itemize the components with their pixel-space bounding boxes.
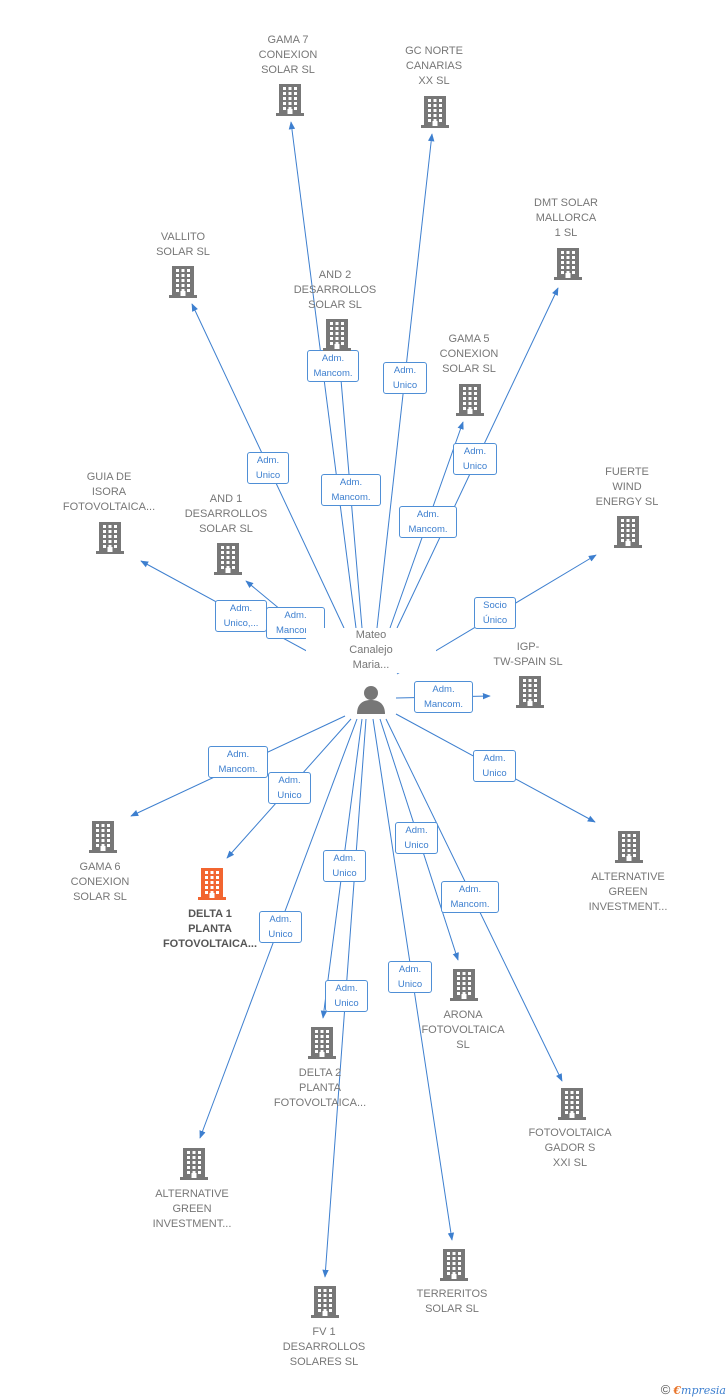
edge-label-altgreen1[interactable]: Adm. Unico <box>473 750 516 782</box>
building-icon <box>96 522 124 554</box>
building-icon <box>198 868 226 900</box>
building-icon <box>311 1286 339 1318</box>
company-node-terreritos[interactable] <box>439 1248 469 1287</box>
copyright-symbol: © <box>660 1382 671 1397</box>
edge-label-vallito[interactable]: Adm. Unico <box>247 452 289 484</box>
edge-label-gama7[interactable]: Adm. Mancom. <box>307 350 359 382</box>
building-icon <box>440 1249 468 1281</box>
company-label-terreritos[interactable]: TERRERITOS SOLAR SL <box>416 1288 488 1315</box>
company-label-guia[interactable]: GUIA DE ISORA FOTOVOLTAICA... <box>62 471 156 513</box>
company-node-gama6[interactable] <box>88 820 118 859</box>
company-node-altgreen1[interactable] <box>614 830 644 869</box>
company-node-and1[interactable] <box>213 542 243 581</box>
company-node-delta1[interactable] <box>197 867 227 906</box>
company-node-guia[interactable] <box>95 521 125 560</box>
edge-label-delta2[interactable]: Adm. Unico <box>323 850 366 882</box>
building-icon <box>558 1088 586 1120</box>
company-label-arona[interactable]: ARONA FOTOVOLTAICA SL <box>421 1009 505 1051</box>
person-node[interactable] <box>356 684 386 719</box>
company-node-arona[interactable] <box>449 968 479 1007</box>
brand-logo-initial: € <box>673 1384 682 1397</box>
company-node-and2[interactable] <box>322 318 352 357</box>
company-label-gama7[interactable]: GAMA 7 CONEXION SOLAR SL <box>258 34 318 76</box>
edge-label-gama6[interactable]: Adm. Mancom. <box>208 746 268 778</box>
company-node-gador[interactable] <box>557 1087 587 1126</box>
company-label-altgreen1[interactable]: ALTERNATIVE GREEN INVESTMENT... <box>588 871 668 913</box>
edge-label-arona[interactable]: Adm. Unico <box>395 822 438 854</box>
building-icon <box>308 1027 336 1059</box>
company-node-fv1[interactable] <box>310 1285 340 1324</box>
company-label-gama6[interactable]: GAMA 6 CONEXION SOLAR SL <box>70 861 130 903</box>
company-node-igp[interactable] <box>515 675 545 714</box>
building-icon <box>323 319 351 351</box>
company-label-igp[interactable]: IGP- TW-SPAIN SL <box>493 641 563 668</box>
building-icon <box>554 248 582 280</box>
footer-brand: © €mpresia <box>661 1382 726 1398</box>
company-node-gama7[interactable] <box>275 83 305 122</box>
company-label-fuerte[interactable]: FUERTE WIND ENERGY SL <box>595 466 659 508</box>
company-label-and1[interactable]: AND 1 DESARROLLOS SOLAR SL <box>184 493 268 535</box>
edge-label-gama5[interactable]: Adm. Mancom. <box>399 506 457 538</box>
edge-label-and2[interactable]: Adm. Mancom. <box>321 474 381 506</box>
person-label[interactable]: Mateo Canalejo Maria... <box>306 628 436 673</box>
company-label-altgreen2[interactable]: ALTERNATIVE GREEN INVESTMENT... <box>152 1188 232 1230</box>
company-label-delta2[interactable]: DELTA 2 PLANTA FOTOVOLTAICA... <box>273 1067 367 1109</box>
edge-label-gcnorte[interactable]: Adm. Unico <box>383 362 427 394</box>
edge-label-dmt[interactable]: Adm. Unico <box>453 443 497 475</box>
person-icon <box>357 686 385 714</box>
edge-label-guia[interactable]: Adm. Unico,... <box>215 600 267 632</box>
company-node-delta2[interactable] <box>307 1026 337 1065</box>
company-label-vallito[interactable]: VALLITO SOLAR SL <box>156 231 210 258</box>
building-icon <box>276 84 304 116</box>
company-node-fuerte[interactable] <box>613 515 643 554</box>
company-label-gama5[interactable]: GAMA 5 CONEXION SOLAR SL <box>439 333 499 375</box>
edge-label-igp[interactable]: Adm. Mancom. <box>414 681 473 713</box>
company-label-fv1[interactable]: FV 1 DESARROLLOS SOLARES SL <box>282 1326 366 1368</box>
company-label-gcnorte[interactable]: GC NORTE CANARIAS XX SL <box>405 45 463 87</box>
company-label-gador[interactable]: FOTOVOLTAICA GADOR S XXI SL <box>528 1127 612 1169</box>
company-node-gama5[interactable] <box>455 383 485 422</box>
building-icon <box>421 96 449 128</box>
company-node-gcnorte[interactable] <box>420 95 450 134</box>
company-node-vallito[interactable] <box>168 265 198 304</box>
company-label-and2[interactable]: AND 2 DESARROLLOS SOLAR SL <box>293 269 377 311</box>
building-icon <box>456 384 484 416</box>
company-label-delta1[interactable]: DELTA 1 PLANTA FOTOVOLTAICA... <box>162 908 258 950</box>
brand-logo-text: mpresia <box>681 1384 726 1397</box>
building-icon <box>516 676 544 708</box>
edge-label-fv1[interactable]: Adm. Unico <box>325 980 368 1012</box>
edge-label-delta1[interactable]: Adm. Unico <box>268 772 311 804</box>
company-node-dmt[interactable] <box>553 247 583 286</box>
edge-label-altgreen2[interactable]: Adm. Unico <box>259 911 302 943</box>
edge-label-terreritos[interactable]: Adm. Unico <box>388 961 432 993</box>
edge-label-gador[interactable]: Adm. Mancom. <box>441 881 499 913</box>
building-icon <box>169 266 197 298</box>
building-icon <box>89 821 117 853</box>
building-icon <box>180 1148 208 1180</box>
building-icon <box>450 969 478 1001</box>
building-icon <box>214 543 242 575</box>
company-node-altgreen2[interactable] <box>179 1147 209 1186</box>
edge-label-fuerte[interactable]: Socio Único <box>474 597 516 629</box>
building-icon <box>615 831 643 863</box>
building-icon <box>614 516 642 548</box>
company-label-dmt[interactable]: DMT SOLAR MALLORCA 1 SL <box>534 197 598 239</box>
